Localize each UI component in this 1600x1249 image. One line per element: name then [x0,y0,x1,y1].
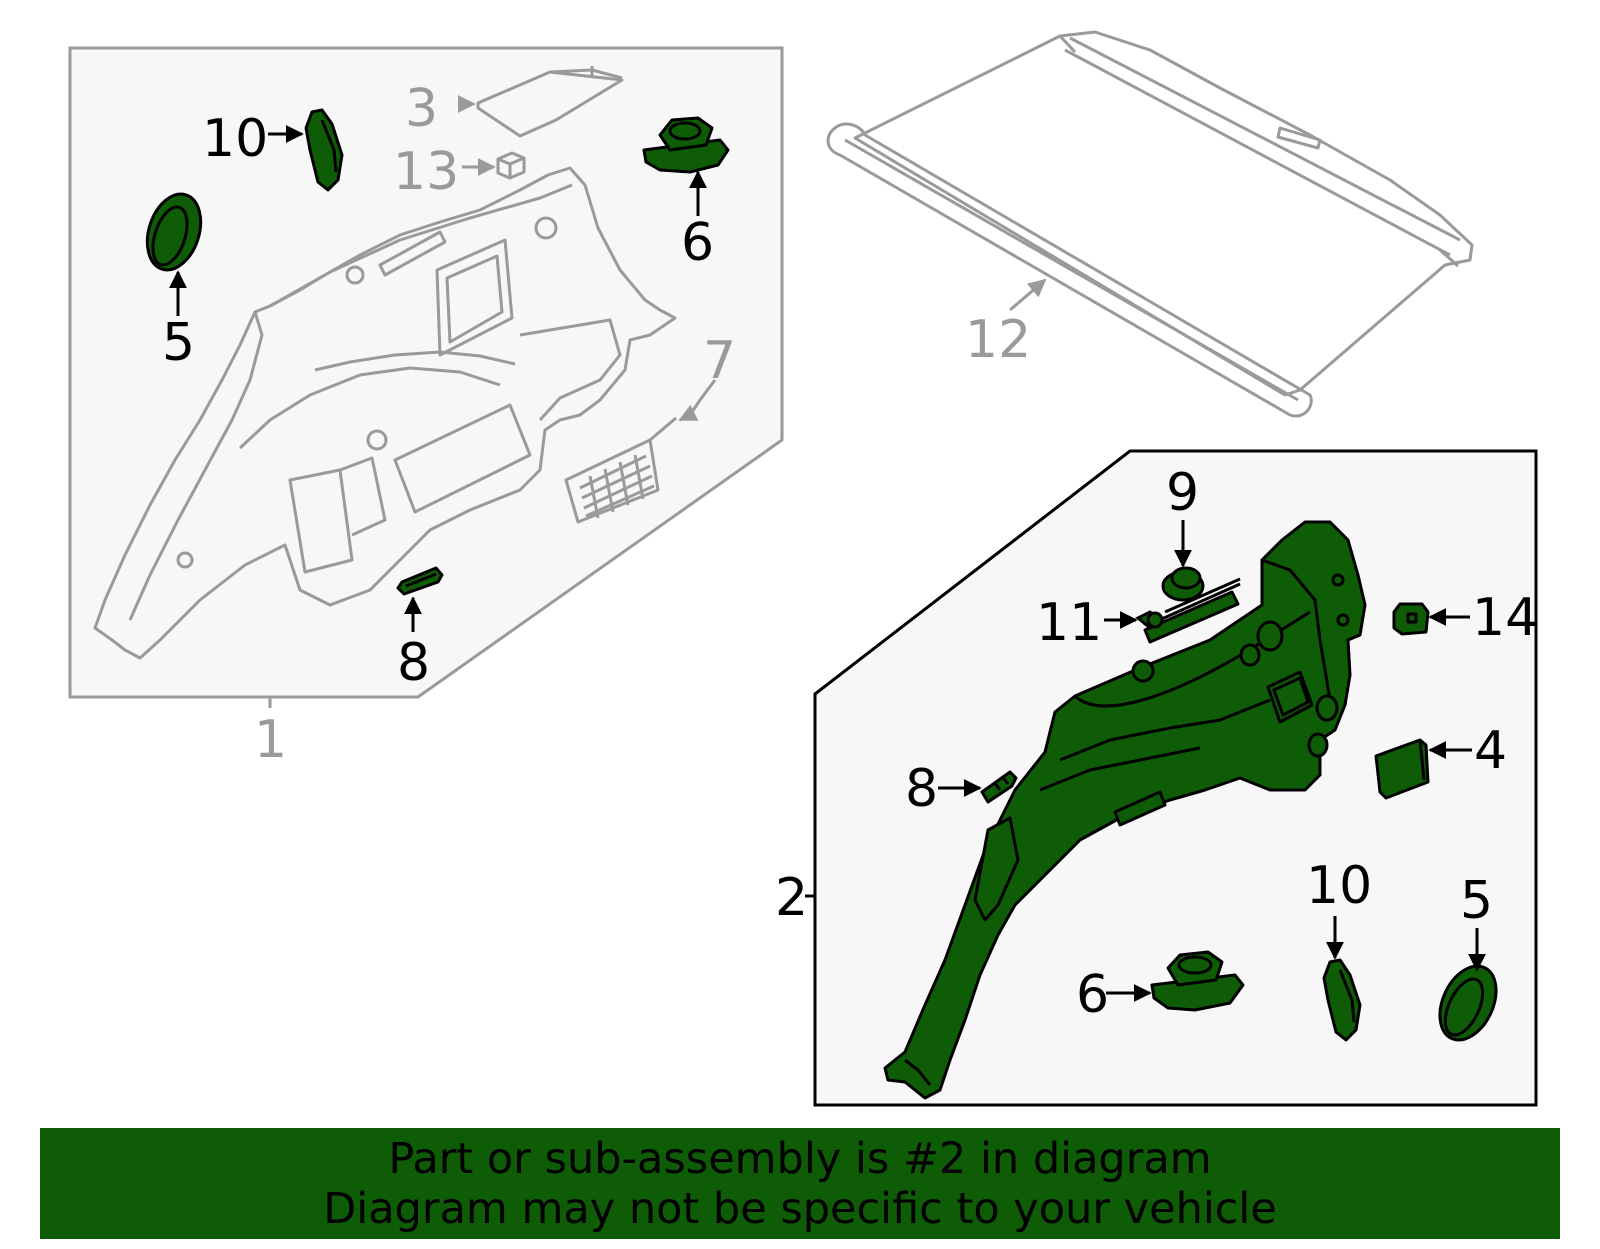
label-assembly-1: 1 [254,710,287,770]
callout-arrows [169,95,1486,1002]
label-right-10: 10 [1306,856,1372,916]
right-part-10-hook [1322,958,1362,1042]
right-part-9-push-pin [1161,566,1205,602]
left-part-8-clip [396,566,444,596]
label-right-8: 8 [905,759,938,819]
part-12-cargo-cover [826,30,1474,418]
label-left-3: 3 [405,79,438,139]
right-part-8-clip [980,770,1018,804]
label-assembly-2: 2 [775,868,808,928]
label-right-5: 5 [1460,871,1493,931]
right-quarter-trim-panel [883,520,1367,1100]
part-7-cargo-net [564,416,677,524]
banner-line-1: Part or sub-assembly is #2 in diagram [388,1134,1212,1184]
right-part-6-hook [1150,950,1245,1012]
part-3-cover [476,66,624,138]
label-right-6: 6 [1076,965,1109,1025]
label-left-6: 6 [681,213,714,273]
label-left-7: 7 [703,331,736,391]
part-13-clip [496,151,526,180]
info-banner: Part or sub-assembly is #2 in diagram Di… [40,1128,1560,1239]
label-right-9: 9 [1166,463,1199,523]
label-left-13: 13 [393,142,459,202]
left-quarter-trim-panel [93,166,677,660]
right-part-4-cover [1374,738,1430,800]
label-12: 12 [965,310,1031,370]
left-assembly-panel [68,46,784,708]
callout-labels: 10 3 13 5 6 7 8 1 12 9 11 14 4 8 2 6 10 … [162,79,1538,1025]
right-part-14-clip [1392,602,1430,636]
label-right-11: 11 [1036,593,1102,653]
label-left-10: 10 [202,109,268,169]
banner-line-2: Diagram may not be specific to your vehi… [323,1184,1277,1234]
left-part-5-cap [145,192,203,272]
label-right-4: 4 [1474,721,1507,781]
label-left-5: 5 [162,313,195,373]
left-part-10-hook [304,108,344,192]
left-part-6-hook [642,116,730,174]
label-left-8: 8 [397,633,430,693]
label-right-14: 14 [1472,588,1538,648]
right-part-11-screw [1135,610,1164,630]
